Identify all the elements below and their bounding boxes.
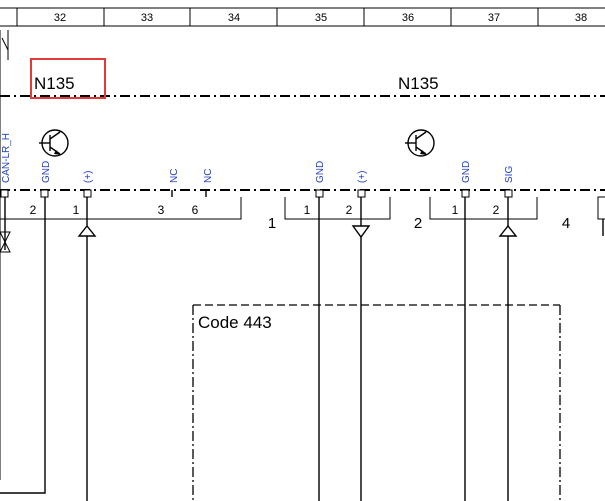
- pin-terminals: [0, 189, 513, 198]
- signal-label: GND: [315, 161, 326, 183]
- connector-number: 4: [562, 215, 570, 232]
- pin-number: 2: [493, 203, 500, 217]
- code-option-box: [192, 304, 561, 501]
- transistor-icon: [39, 129, 69, 157]
- signal-label: (+): [357, 171, 368, 184]
- column-label: 36: [402, 12, 414, 24]
- signal-label: GND: [41, 161, 52, 183]
- column-label: 33: [141, 12, 153, 24]
- connector-number: 2: [414, 215, 422, 232]
- signal-label: GND: [461, 161, 472, 183]
- column-label: 34: [228, 12, 240, 24]
- signal-label: NC: [203, 169, 214, 183]
- pin-number: 1: [452, 203, 459, 217]
- pin-number: 2: [346, 203, 353, 217]
- connector-housing: [0, 196, 605, 220]
- arrow-up-icon: [77, 224, 97, 237]
- component-label: N135: [398, 74, 439, 93]
- signal-label: (+): [83, 171, 94, 184]
- column-label: 35: [315, 12, 327, 24]
- arrow-up-icon: [498, 224, 518, 237]
- signal-label: NC: [169, 169, 180, 183]
- wires: [0, 197, 604, 501]
- left-edge-wiring: [0, 30, 11, 480]
- signal-label: SIG: [504, 166, 515, 183]
- pin-number: 1: [304, 203, 311, 217]
- signal-label: CAN-LR_H: [1, 133, 12, 183]
- pin-number: 2: [30, 203, 37, 217]
- transistor-icon: [405, 129, 435, 157]
- pin-number: 6: [192, 203, 199, 217]
- column-header: 32 33 34 35 36 37 38: [0, 7, 605, 27]
- column-label: 32: [54, 12, 66, 24]
- column-label: 37: [488, 12, 500, 24]
- component-label: N135: [34, 74, 75, 93]
- pin-number: 1: [73, 203, 80, 217]
- pin-number: 3: [158, 203, 165, 217]
- component-highlight-box: [30, 58, 106, 99]
- arrow-down-icon: [351, 225, 371, 239]
- code-label: Code 443: [198, 313, 272, 332]
- column-label: 38: [575, 12, 587, 24]
- connector-number: 1: [268, 215, 276, 232]
